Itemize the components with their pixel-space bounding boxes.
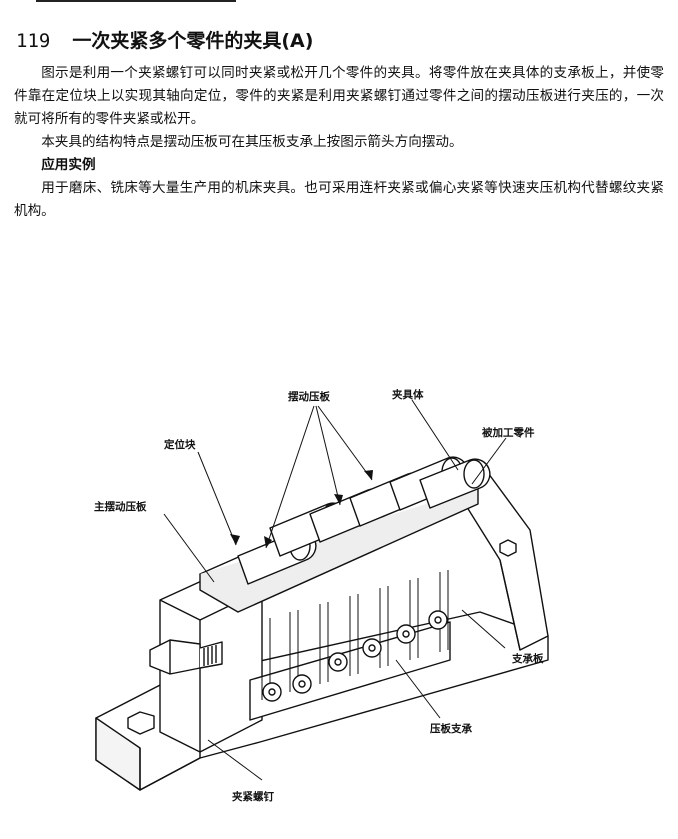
label-workpiece: 被加工零件 [482,426,535,439]
section-heading: 应用实例 [41,157,96,173]
paragraph-3: 用于磨床、铣床等大量生产用的机床夹具。也可采用连杆夹紧或偏心夹紧等快速夹压机构代… [14,180,664,219]
label-fixture-body: 夹具体 [392,388,424,401]
label-main-swing-plate: 主摆动压板 [94,500,147,513]
section-number: 119 [16,30,51,52]
label-clamp-screw: 夹紧螺钉 [232,790,274,803]
label-swing-plate: 摆动压板 [288,390,330,403]
section-title: 119 一次夹紧多个零件的夹具(A) [16,26,313,53]
top-rule [36,0,236,2]
workpieces [237,456,491,585]
label-support-plate: 支承板 [511,652,544,665]
body-text: 图示是利用一个夹紧螺钉可以同时夹紧或松开几个零件的夹具。将零件放在夹具体的支承板… [14,62,664,223]
paragraph-2: 本夹具的结构特点是摆动压板可在其压板支承上按图示箭头方向摆动。 [41,134,463,150]
label-plate-support: 压板支承 [430,722,472,735]
section-title-text: 一次夹紧多个零件的夹具(A) [72,30,314,52]
fixture-drawing: 摆动压板 夹具体 被加工零件 定位块 主摆动压板 支承板 压板支承 夹紧螺钉 [94,388,549,803]
clamp-screw [149,639,223,675]
label-locating-block: 定位块 [163,438,196,451]
paragraph-1: 图示是利用一个夹紧螺钉可以同时夹紧或松开几个零件的夹具。将零件放在夹具体的支承板… [14,65,664,127]
